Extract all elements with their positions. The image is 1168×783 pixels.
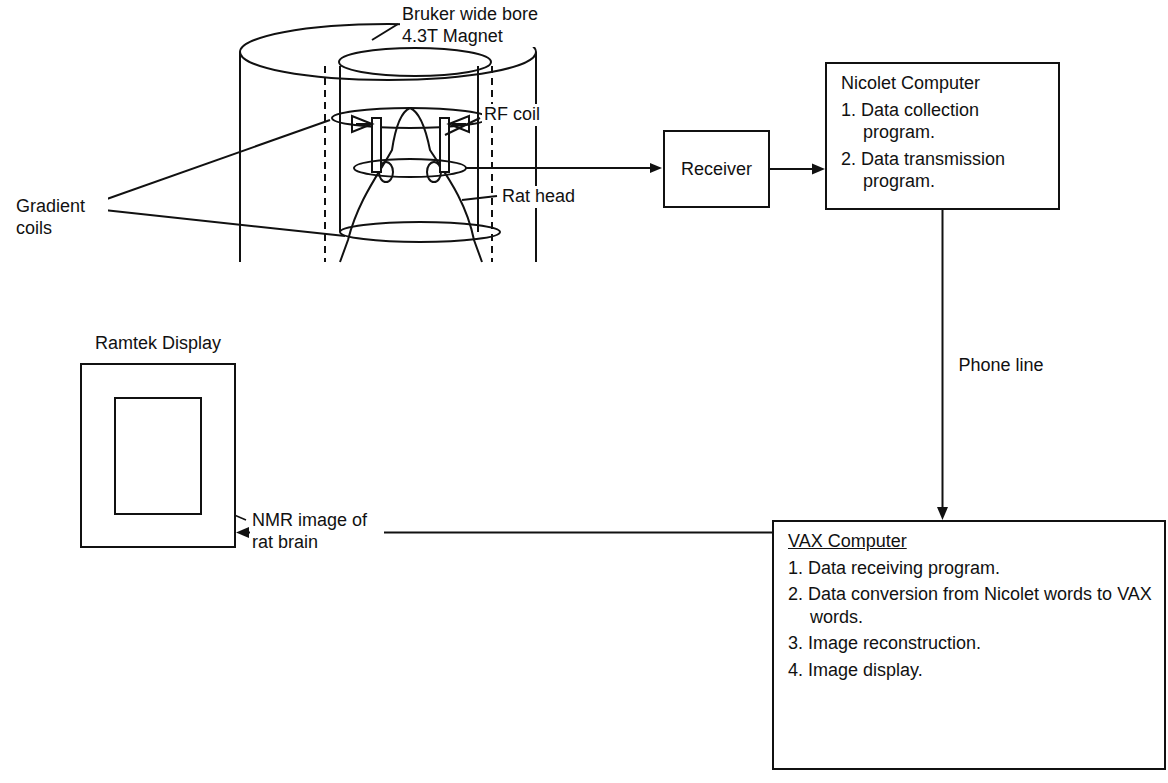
part-label: Rat head [500,186,577,208]
part-label: Gradient coils [14,196,108,239]
display-box: Ramtek Display [80,332,236,548]
part-label: Bruker wide bore 4.3T Magnet [400,4,554,47]
box-item: 2. Data transmission program. [841,148,1046,193]
part-label: RF coil [482,104,542,126]
flow-arrow [770,164,825,175]
part-label: NMR image of rat brain [250,510,384,553]
display-title: Ramtek Display [80,332,236,355]
box-item: 4. Image display. [788,659,1152,682]
box-item: 3. Image reconstruction. [788,632,1152,655]
process-box: Nicolet Computer 1. Data collection progr… [825,62,1060,210]
edge-label: Phone line [957,355,1046,377]
box-title: Receiver [681,158,752,181]
process-box: VAX Computer 1. Data receiving program. 2.… [772,520,1166,770]
box-item: 2. Data conversion from Nicolet words to… [788,583,1152,628]
screen-frame [114,397,202,515]
box-item: 1. Data collection program. [841,99,1046,144]
box-item: 1. Data receiving program. [788,557,1152,580]
box-title: Nicolet Computer [841,72,1046,95]
process-box: Receiver [663,130,770,208]
display-frame [80,363,236,548]
flow-arrow [937,210,948,520]
box-title: VAX Computer [788,530,1152,553]
